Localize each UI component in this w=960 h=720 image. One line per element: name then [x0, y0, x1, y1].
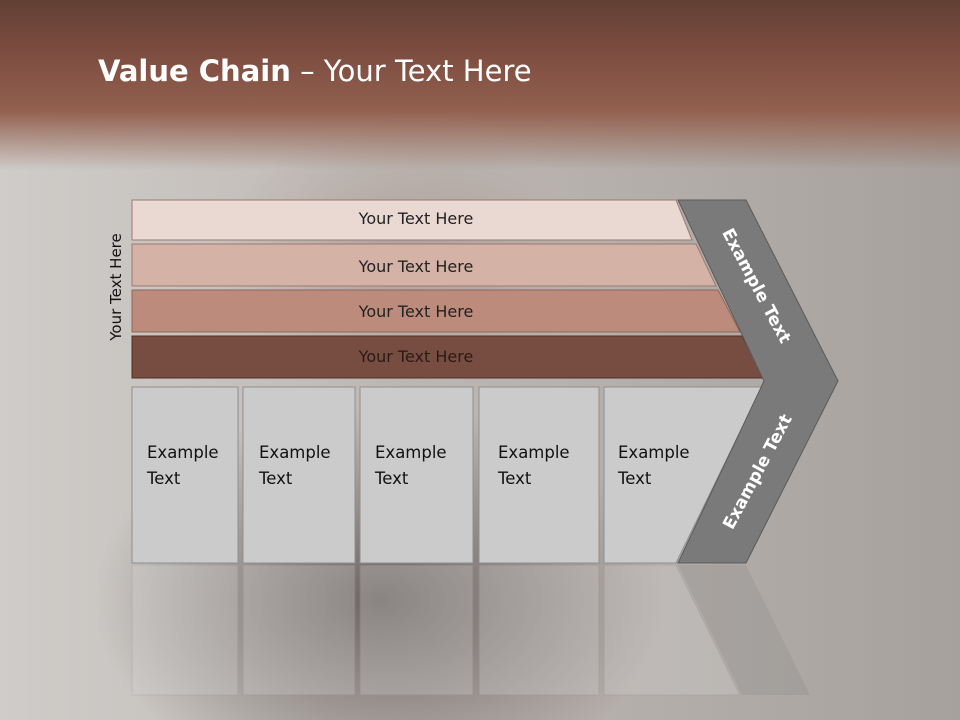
row-1-label: Your Text Here	[358, 209, 474, 228]
row-1-bar[interactable]	[131, 199, 693, 241]
box-4[interactable]	[478, 386, 600, 564]
box-2-line2: Text	[259, 469, 293, 488]
box-3-line2: Text	[375, 469, 409, 488]
title-band	[0, 0, 960, 170]
box-5-line1: Example	[618, 443, 690, 462]
box-5[interactable]	[603, 386, 763, 564]
box-4-line1: Example	[498, 443, 570, 462]
box-1[interactable]	[131, 386, 239, 564]
title-rest: – Your Text Here	[290, 54, 532, 88]
row-2-label: Your Text Here	[358, 257, 474, 276]
box-3[interactable]	[359, 386, 474, 564]
row-3-label: Your Text Here	[358, 302, 474, 321]
box-1-line2: Text	[147, 469, 181, 488]
box-4-line2: Text	[498, 469, 532, 488]
chevron-arrow[interactable]	[677, 199, 839, 564]
slide-title: Value Chain – Your Text Here	[98, 54, 532, 88]
title-bold: Value Chain	[98, 54, 291, 88]
box-2-line1: Example	[259, 443, 331, 462]
row-2-bar[interactable]	[131, 243, 717, 287]
box-2[interactable]	[242, 386, 356, 564]
box-5-line2: Text	[618, 469, 652, 488]
box-3-line1: Example	[375, 443, 447, 462]
row-3-bar[interactable]	[131, 289, 741, 333]
box-1-line1: Example	[147, 443, 219, 462]
row-4-label: Your Text Here	[358, 347, 474, 366]
